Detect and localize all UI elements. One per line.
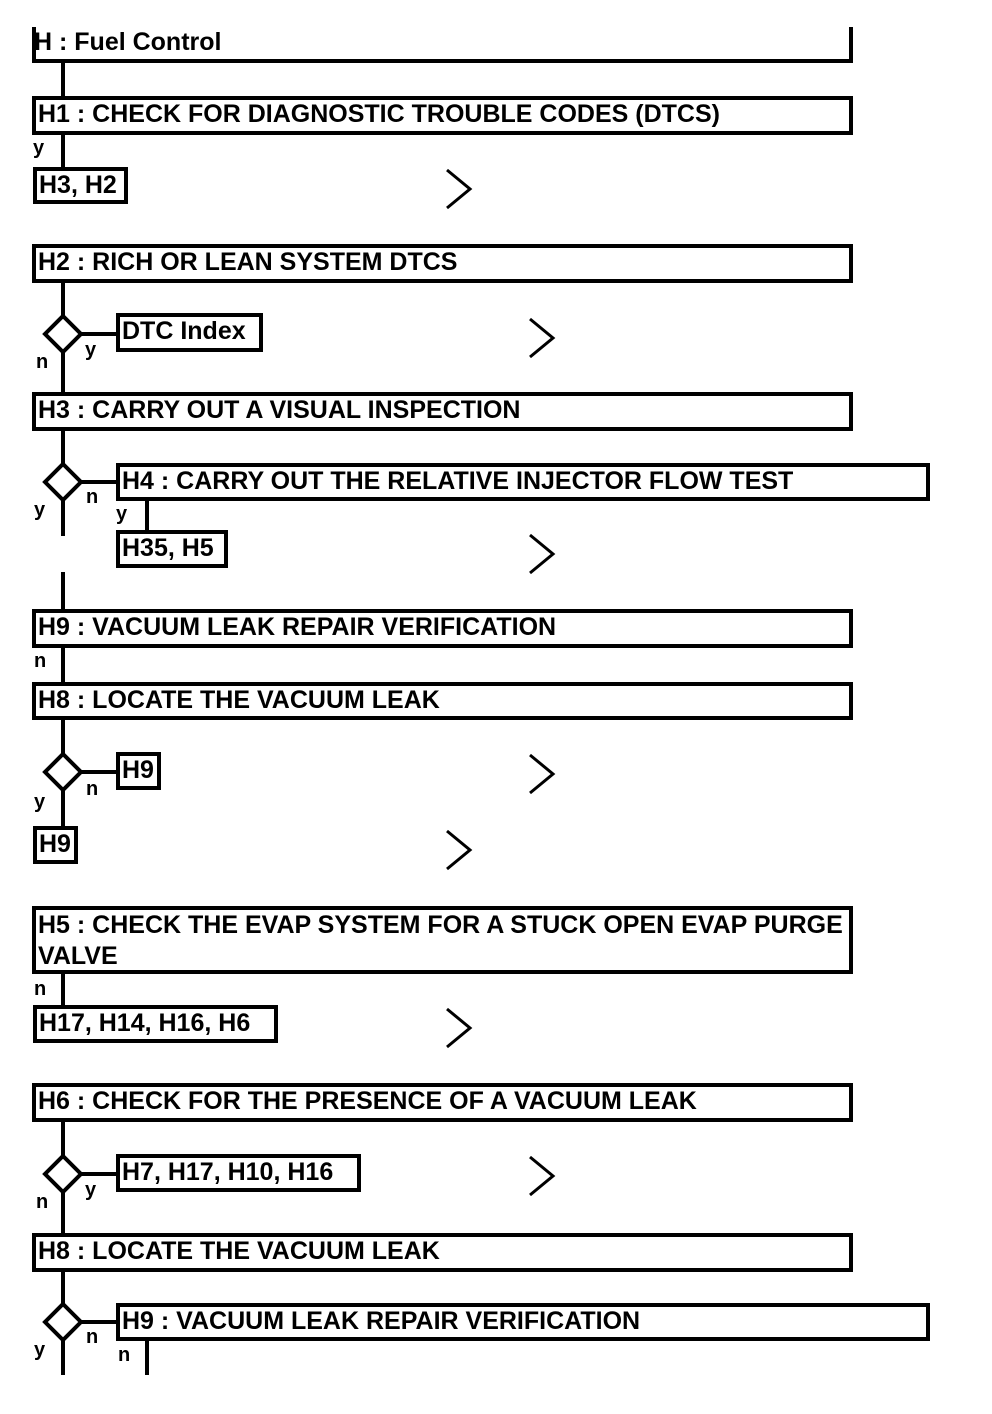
label-no: n bbox=[86, 486, 99, 508]
label-no: n bbox=[34, 650, 47, 672]
label-no: n bbox=[86, 1326, 99, 1348]
label-yes: y bbox=[34, 1339, 46, 1361]
header-left-rule bbox=[32, 27, 36, 63]
step-h2[interactable]: H2 : RICH OR LEAN SYSTEM DTCS bbox=[32, 244, 853, 283]
link-dtc-index[interactable]: DTC Index bbox=[116, 313, 263, 352]
step-h6[interactable]: H6 : CHECK FOR THE PRESENCE OF A VACUUM … bbox=[32, 1083, 853, 1122]
step-h1[interactable]: H1 : CHECK FOR DIAGNOSTIC TROUBLE CODES … bbox=[32, 96, 853, 135]
step-h8[interactable]: H8 : LOCATE THE VACUUM LEAK bbox=[32, 1233, 853, 1272]
label-yes: y bbox=[33, 137, 45, 159]
link-h9-y[interactable]: H9 bbox=[33, 826, 78, 864]
label-no: n bbox=[86, 778, 99, 800]
label-yes: y bbox=[85, 339, 97, 361]
step-h3[interactable]: H3 : CARRY OUT A VISUAL INSPECTION bbox=[32, 392, 853, 431]
step-h9[interactable]: H9 : VACUUM LEAK REPAIR VERIFICATION bbox=[32, 609, 853, 648]
label-yes: y bbox=[34, 499, 46, 521]
link-h35-h5[interactable]: H35, H5 bbox=[116, 530, 228, 568]
step-h9[interactable]: H9 : VACUUM LEAK REPAIR VERIFICATION bbox=[116, 1303, 930, 1341]
step-h8[interactable]: H8 : LOCATE THE VACUUM LEAK bbox=[32, 682, 853, 720]
label-yes: y bbox=[85, 1179, 97, 1201]
link-h9-n[interactable]: H9 bbox=[116, 752, 161, 790]
chevron-right-icon bbox=[446, 168, 556, 1197]
label-no: n bbox=[36, 1191, 49, 1213]
link-h7-h17-h10-h16[interactable]: H7, H17, H10, H16 bbox=[116, 1154, 361, 1192]
label-yes: y bbox=[34, 791, 46, 813]
label-no: n bbox=[118, 1344, 131, 1366]
step-h5[interactable]: H5 : CHECK THE EVAP SYSTEM FOR A STUCK O… bbox=[32, 906, 853, 974]
link-h17-h14-h16-h6[interactable]: H17, H14, H16, H6 bbox=[33, 1005, 278, 1043]
step-h4[interactable]: H4 : CARRY OUT THE RELATIVE INJECTOR FLO… bbox=[116, 463, 930, 501]
link-h3-h2[interactable]: H3, H2 bbox=[33, 167, 128, 204]
label-no: n bbox=[34, 978, 47, 1000]
label-yes: y bbox=[116, 503, 128, 525]
label-no: n bbox=[36, 351, 49, 373]
page-title: H : Fuel Control bbox=[32, 27, 853, 63]
